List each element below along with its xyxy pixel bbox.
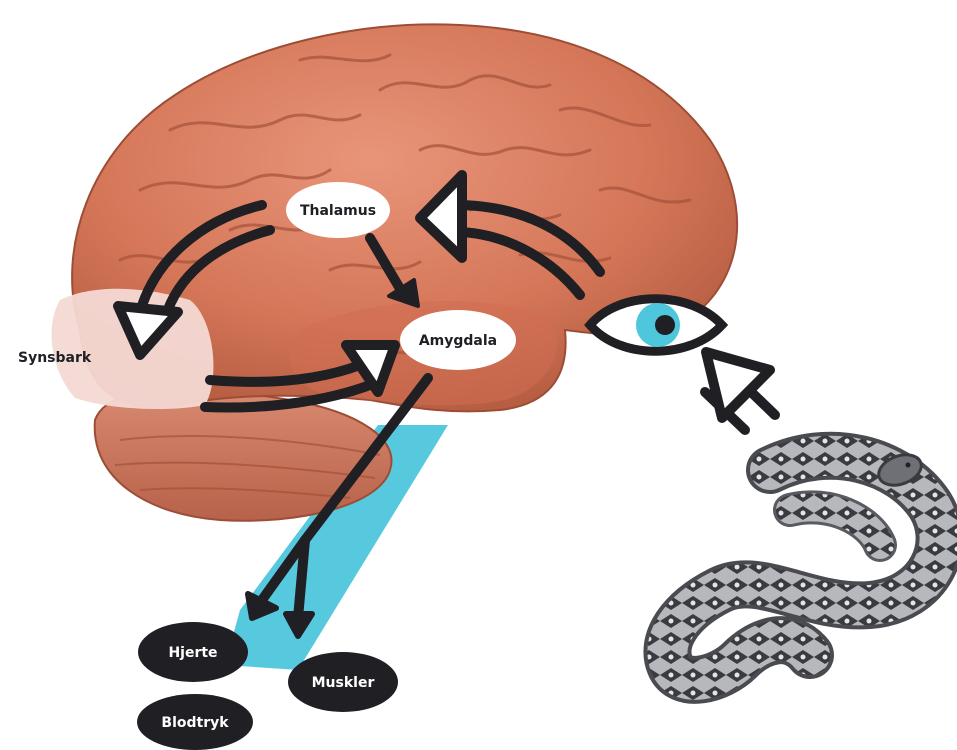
node-amygdala: Amygdala	[400, 310, 516, 370]
label-muskler: Muskler	[312, 675, 375, 691]
label-hjerte: Hjerte	[168, 645, 217, 661]
label-synsbark: Synsbark	[18, 350, 92, 366]
node-thalamus: Thalamus	[286, 182, 390, 238]
label-thalamus: Thalamus	[300, 203, 376, 219]
label-amygdala: Amygdala	[419, 333, 497, 349]
snake-image	[667, 449, 939, 680]
node-hjerte: Hjerte	[138, 622, 248, 682]
label-blodtryk: Blodtryk	[161, 715, 229, 731]
node-blodtryk: Blodtryk	[137, 694, 253, 750]
node-muskler: Muskler	[288, 652, 398, 712]
eye-icon	[590, 299, 722, 352]
arrow-snake-to-eye	[705, 352, 775, 430]
